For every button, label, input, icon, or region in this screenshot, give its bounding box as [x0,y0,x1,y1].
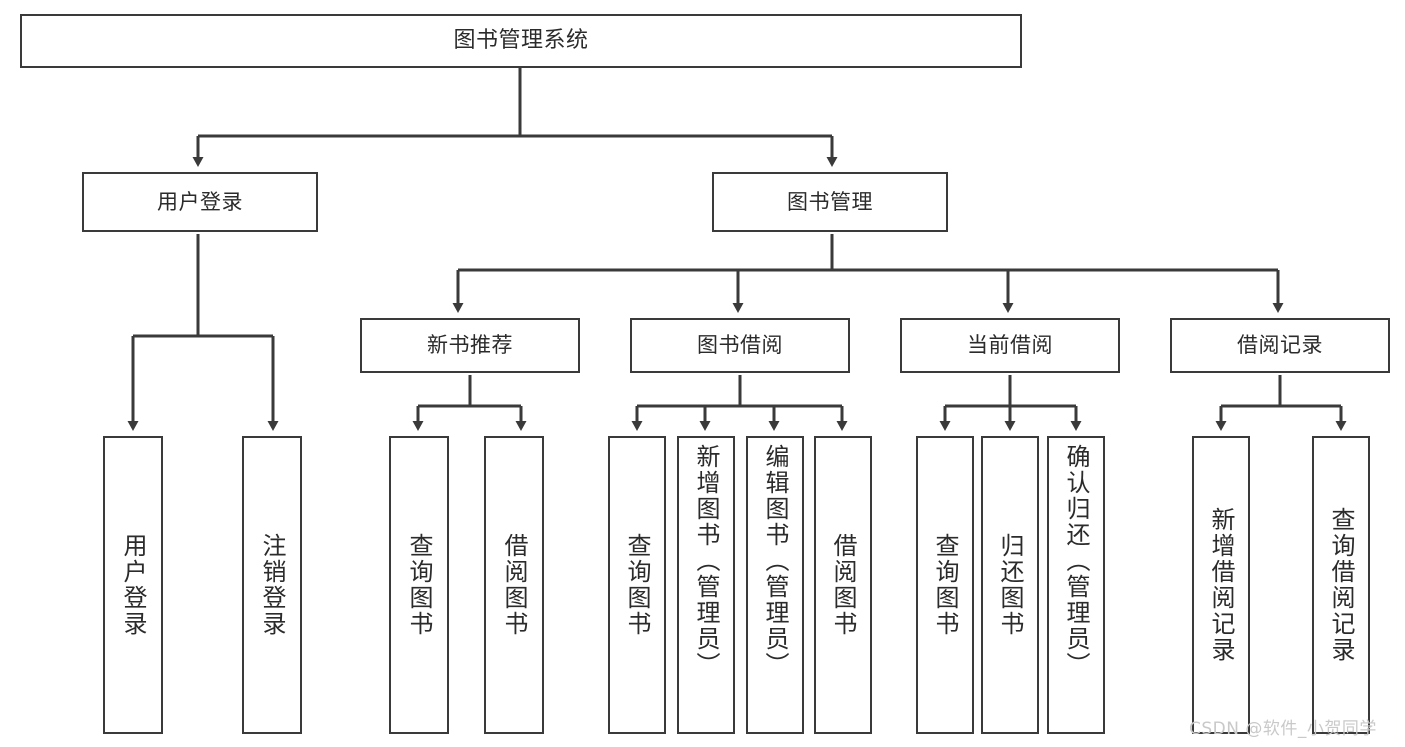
node-label: 查询图书 [405,533,433,637]
node-label: 新增图书（管理员） [692,444,720,678]
node-label: 查询借阅记录 [1327,507,1355,663]
node-label: 查询图书 [623,533,651,637]
csdn-watermark: CSDN @软件_小贺同学 [1189,719,1377,739]
leaf-node-query-book-current[interactable]: 查询图书 [916,436,974,734]
leaf-node-query-book-new-rec[interactable]: 查询图书 [389,436,449,734]
leaf-node-query-book-borrow[interactable]: 查询图书 [608,436,666,734]
leaf-node-borrow-book-new-rec[interactable]: 借阅图书 [484,436,544,734]
node-label: 归还图书 [996,533,1024,637]
node-label: 注销登录 [258,533,286,637]
node-label: 借阅图书 [829,533,857,637]
node-label: 图书管理 [787,189,873,214]
node-borrowing-record[interactable]: 借阅记录 [1170,318,1390,373]
leaf-node-return-book[interactable]: 归还图书 [981,436,1039,734]
node-label: 用户登录 [157,189,243,214]
leaf-node-edit-book-admin[interactable]: 编辑图书（管理员） [746,436,804,734]
node-label: 当前借阅 [967,333,1053,358]
node-label: 用户登录 [119,533,147,637]
node-label: 借阅记录 [1237,333,1323,358]
leaf-node-confirm-return-admin[interactable]: 确认归还（管理员） [1047,436,1105,734]
node-label: 编辑图书（管理员） [761,444,789,678]
leaf-node-borrow-book[interactable]: 借阅图书 [814,436,872,734]
node-root-book-management-system[interactable]: 图书管理系统 [20,14,1022,68]
node-user-login[interactable]: 用户登录 [82,172,318,232]
node-label: 图书借阅 [697,333,783,358]
node-book-management[interactable]: 图书管理 [712,172,948,232]
leaf-node-add-book-admin[interactable]: 新增图书（管理员） [677,436,735,734]
node-label: 新书推荐 [427,333,513,358]
node-label: 图书管理系统 [453,28,589,54]
leaf-node-user-login[interactable]: 用户登录 [103,436,163,734]
node-label: 借阅图书 [500,533,528,637]
leaf-node-query-borrow-record[interactable]: 查询借阅记录 [1312,436,1370,734]
node-label: 新增借阅记录 [1207,507,1235,663]
node-book-borrowing[interactable]: 图书借阅 [630,318,850,373]
leaf-node-logout[interactable]: 注销登录 [242,436,302,734]
node-current-borrowing[interactable]: 当前借阅 [900,318,1120,373]
leaf-node-add-borrow-record[interactable]: 新增借阅记录 [1192,436,1250,734]
node-label: 确认归还（管理员） [1062,444,1090,678]
node-label: 查询图书 [931,533,959,637]
node-new-book-recommendation[interactable]: 新书推荐 [360,318,580,373]
